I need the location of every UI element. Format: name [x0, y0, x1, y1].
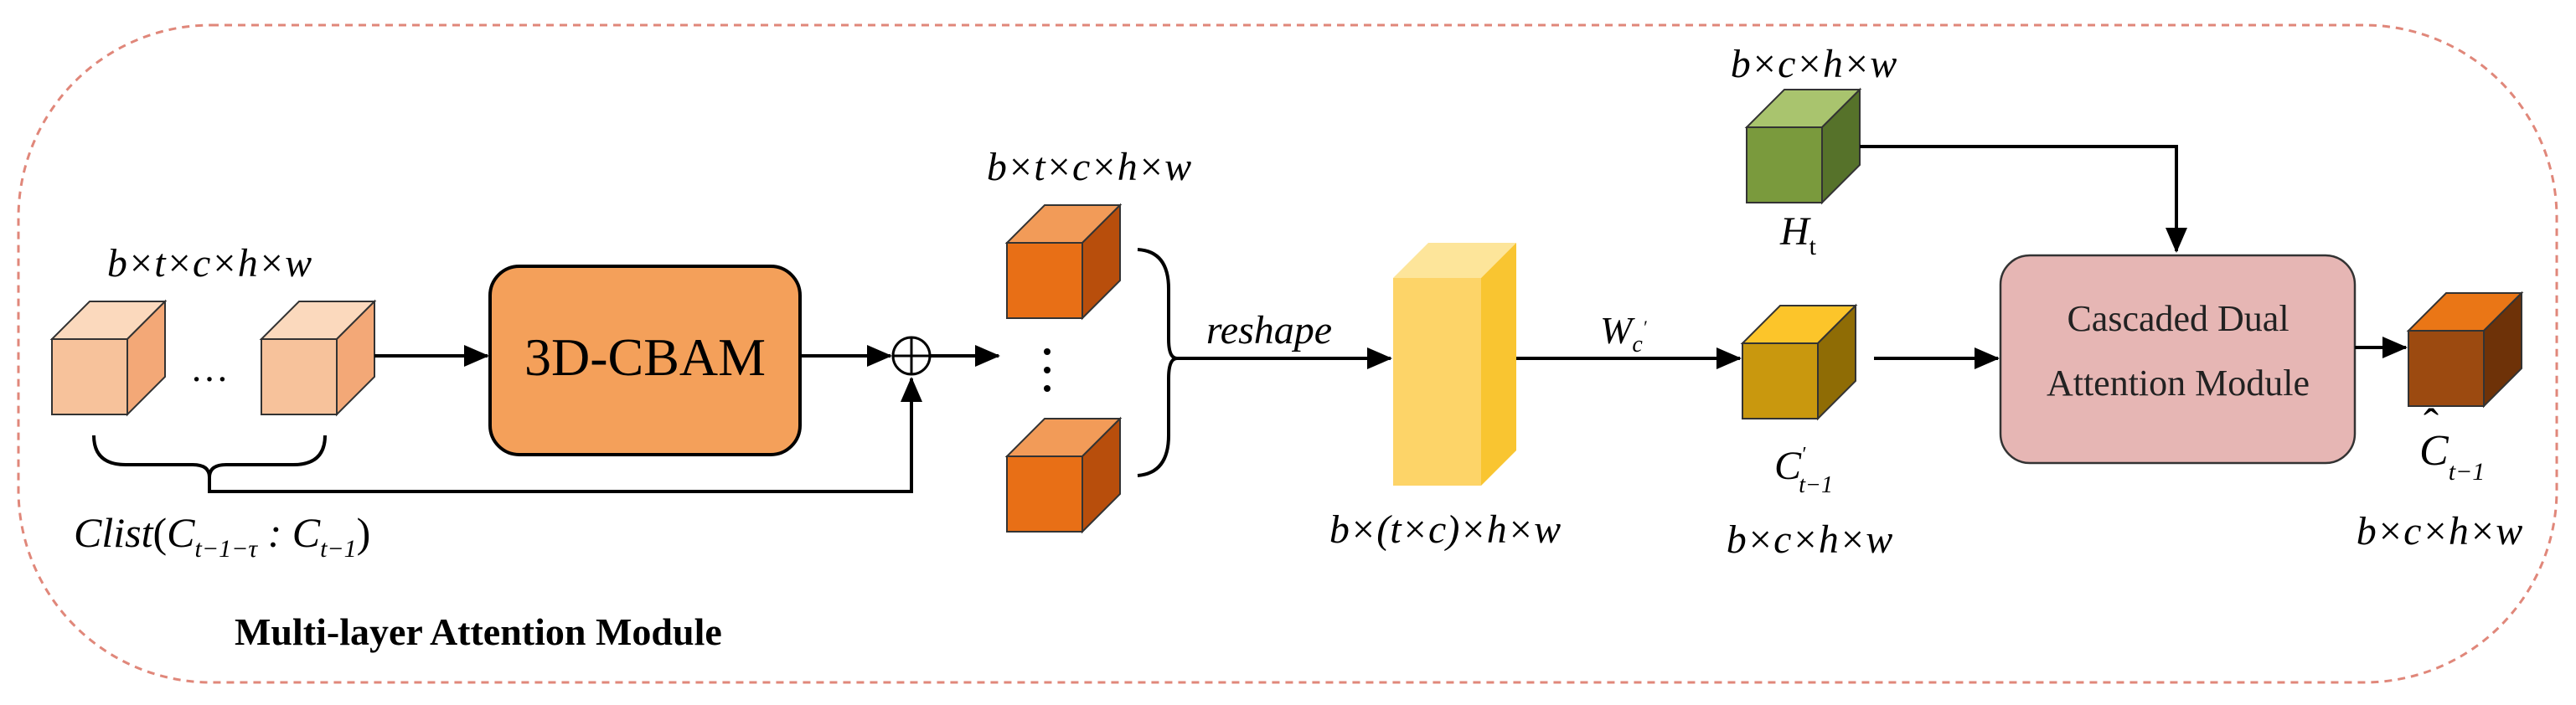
- input-cube-2: [259, 299, 377, 417]
- cdam-line2: Attention Module: [2047, 363, 2310, 404]
- output-cube: [2406, 291, 2524, 409]
- cdam-box: [1999, 254, 2357, 465]
- input-dims: b×t×c×h×w: [107, 241, 312, 286]
- hidden-dims: b×c×h×w: [1731, 42, 1897, 86]
- cdam-line1: Cascaded Dual: [2067, 298, 2289, 339]
- hidden-label: Ht: [1779, 209, 1817, 260]
- stack-dims: b×t×c×h×w: [987, 145, 1191, 189]
- current-cube: [1740, 303, 1858, 421]
- stack-dots: [1044, 348, 1051, 392]
- sum-operator: [891, 336, 932, 376]
- svg-text:ˆ: ˆ: [2424, 399, 2439, 450]
- reshaped-slab: [1393, 243, 1516, 486]
- skip-connection-arrow: [208, 377, 922, 493]
- input-brace: [92, 435, 327, 478]
- clist-label: Clist(Ct−1−τ : Ct−1): [74, 509, 370, 563]
- stack-cube-bottom: [1004, 416, 1123, 534]
- current-label: C′t−1: [1774, 444, 1833, 498]
- input-cube-1: [49, 299, 168, 417]
- cbam-box: [488, 265, 802, 456]
- output-dims: b×c×h×w: [2357, 509, 2523, 553]
- svg-text:Ct−1: Ct−1: [2419, 427, 2485, 486]
- module-border: [17, 23, 2558, 684]
- module-title: Multi-layer Attention Module: [235, 610, 722, 653]
- cbam-label: 3D-CBAM: [524, 327, 766, 387]
- slab-dims: b×(t×c)×h×w: [1329, 507, 1561, 552]
- hidden-cube: [1744, 87, 1862, 205]
- output-label: Ct−1 ˆ: [2419, 399, 2485, 486]
- input-ellipsis: …: [190, 347, 229, 389]
- arrow-hidden-to-cdam: [1860, 145, 2187, 253]
- wc-label: Wc′: [1600, 309, 1648, 358]
- stack-cube-top: [1004, 203, 1123, 321]
- reshape-label: reshape: [1206, 308, 1332, 352]
- stack-bracket: [1137, 248, 1178, 477]
- current-dims: b×c×h×w: [1727, 517, 1893, 562]
